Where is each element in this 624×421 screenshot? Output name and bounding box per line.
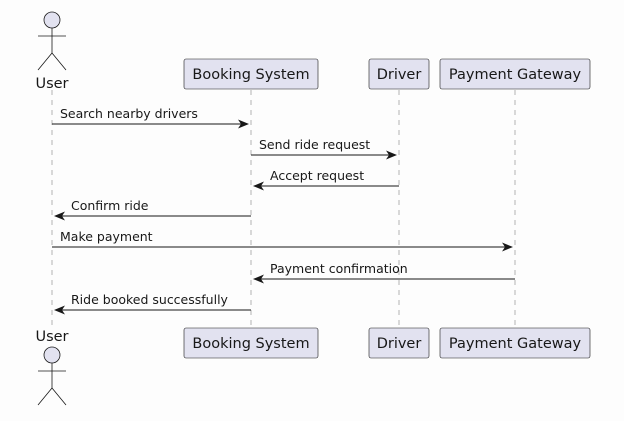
actor-left-leg — [37, 387, 53, 406]
participant-box-gateway-top — [439, 58, 591, 90]
arrowhead-icon — [253, 274, 264, 284]
participant-box-driver-top — [368, 58, 430, 90]
message-label: Accept request — [270, 168, 364, 183]
message-label: Search nearby drivers — [60, 106, 198, 121]
arrowhead-icon — [502, 242, 513, 252]
participant-label-booking-top: Booking System — [192, 67, 309, 83]
message-label: Send ride request — [259, 137, 370, 152]
participant-label-gateway-bottom: Payment Gateway — [449, 336, 582, 352]
arrowhead-icon — [238, 119, 249, 129]
participant-label-booking-bottom: Booking System — [192, 336, 309, 352]
message-label: Confirm ride — [71, 198, 149, 213]
participant-label-driver-bottom: Driver — [377, 336, 422, 352]
arrowhead-icon — [54, 305, 65, 315]
arrowhead-icon — [253, 181, 264, 191]
arrowhead-icon — [54, 211, 65, 221]
actor-right-leg — [51, 387, 67, 406]
participant-label-gateway-top: Payment Gateway — [449, 67, 582, 83]
actor-left-leg — [37, 52, 53, 71]
participant-box-booking-bottom — [183, 327, 319, 359]
message-label: Make payment — [60, 229, 153, 244]
actor-label-user: User — [35, 329, 68, 345]
participant-label-driver-top: Driver — [377, 67, 422, 83]
arrowhead-icon — [386, 150, 397, 160]
actor-label-user: User — [35, 76, 68, 92]
actor-head-icon — [43, 11, 61, 29]
actor-right-leg — [51, 52, 67, 71]
actor-head-icon — [43, 346, 61, 364]
message-label: Payment confirmation — [270, 261, 408, 276]
participant-box-booking-top — [183, 58, 319, 90]
participant-box-driver-bottom — [368, 327, 430, 359]
participant-box-gateway-bottom — [439, 327, 591, 359]
message-label: Ride booked successfully — [71, 292, 229, 307]
